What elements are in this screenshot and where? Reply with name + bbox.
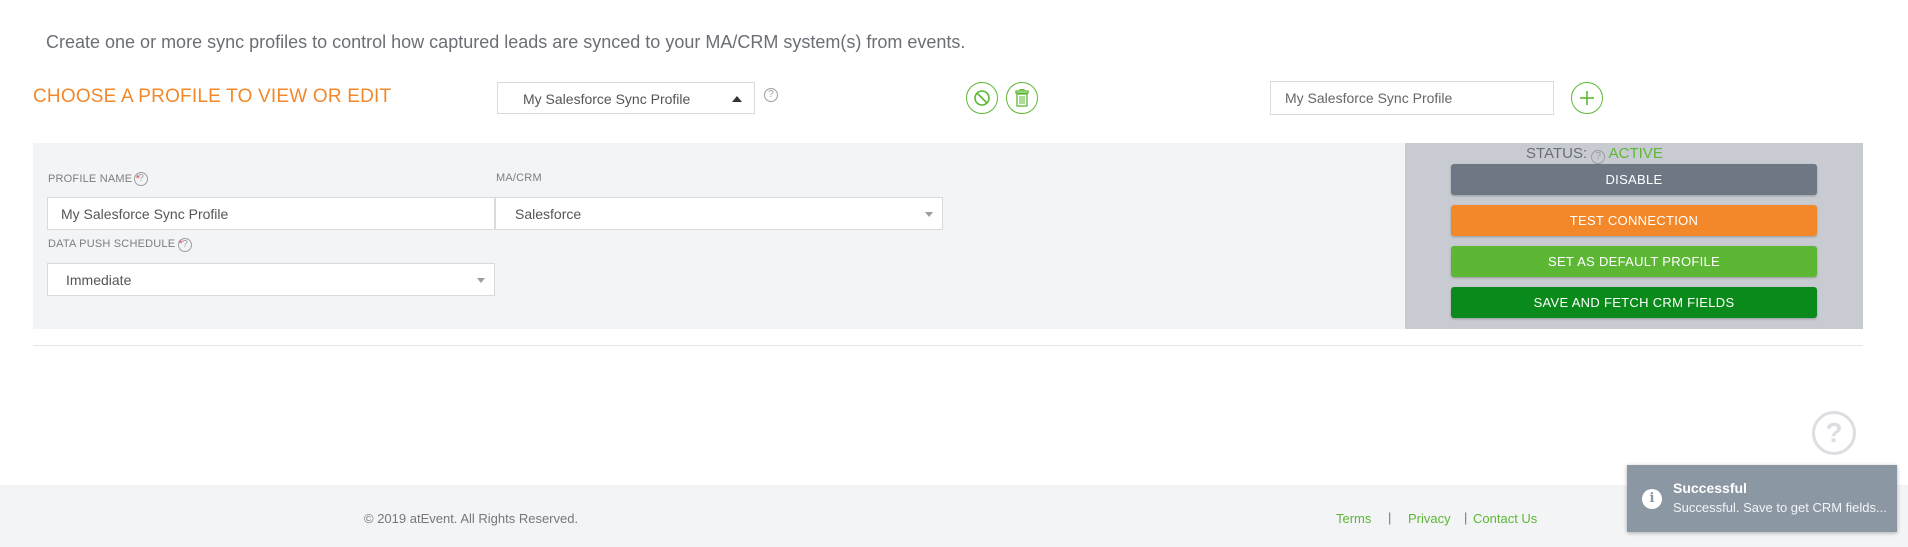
footer — [0, 485, 1908, 547]
save-fetch-crm-fields-button[interactable]: SAVE AND FETCH CRM FIELDS — [1451, 287, 1817, 318]
privacy-link[interactable]: Privacy — [1408, 511, 1451, 526]
help-icon[interactable]: ? — [764, 88, 778, 102]
terms-link[interactable]: Terms — [1336, 511, 1372, 526]
help-icon[interactable]: ? — [134, 172, 148, 186]
profile-name-label: PROFILE NAME * — [48, 173, 140, 185]
section-divider — [33, 345, 1863, 346]
success-toast[interactable]: i Successful Successful. Save to get CRM… — [1627, 465, 1897, 532]
set-default-profile-button[interactable]: SET AS DEFAULT PROFILE — [1451, 246, 1817, 277]
new-profile-name-input[interactable]: My Salesforce Sync Profile — [1270, 81, 1554, 115]
macrm-label: MA/CRM — [496, 172, 542, 184]
caret-down-icon — [925, 212, 933, 217]
deactivate-profile-button[interactable] — [966, 82, 998, 114]
disable-button[interactable]: DISABLE — [1451, 164, 1817, 195]
plus-icon — [1580, 91, 1594, 105]
copyright-text: © 2019 atEvent. All Rights Reserved. — [364, 511, 579, 526]
contact-us-link[interactable]: Contact Us — [1473, 511, 1538, 526]
caret-down-icon — [477, 278, 485, 283]
profile-name-field-value: My Salesforce Sync Profile — [61, 206, 229, 222]
ban-icon — [974, 90, 990, 106]
status-value: ACTIVE — [1608, 145, 1663, 162]
profile-name-field[interactable]: My Salesforce Sync Profile — [47, 197, 495, 230]
footer-separator: | — [1464, 510, 1468, 525]
help-icon[interactable]: ? — [1591, 150, 1606, 164]
schedule-select[interactable]: Immediate — [47, 263, 495, 296]
info-icon: i — [1642, 489, 1662, 509]
help-icon[interactable]: ? — [1812, 411, 1856, 455]
toast-message: Successful. Save to get CRM fields... — [1673, 500, 1887, 515]
schedule-label-text: DATA PUSH SCHEDULE — [48, 238, 176, 250]
profile-select[interactable]: My Salesforce Sync Profile — [497, 82, 755, 114]
toast-title: Successful — [1673, 480, 1747, 496]
profile-name-label-text: PROFILE NAME — [48, 173, 133, 185]
add-profile-button[interactable] — [1571, 82, 1603, 114]
choose-profile-title: CHOOSE A PROFILE TO VIEW OR EDIT — [33, 86, 392, 107]
macrm-select-value: Salesforce — [515, 206, 582, 222]
schedule-select-value: Immediate — [66, 272, 132, 288]
profile-select-value: My Salesforce Sync Profile — [523, 91, 691, 107]
macrm-select[interactable]: Salesforce — [495, 197, 943, 230]
delete-profile-button[interactable] — [1006, 82, 1038, 114]
footer-separator: | — [1388, 510, 1392, 525]
status-label: STATUS: — [1526, 145, 1588, 162]
schedule-label: DATA PUSH SCHEDULE * — [48, 238, 183, 250]
trash-icon — [1015, 89, 1029, 107]
status-line: STATUS: ? ACTIVE — [1526, 145, 1663, 164]
test-connection-button[interactable]: TEST CONNECTION — [1451, 205, 1817, 236]
intro-text: Create one or more sync profiles to cont… — [46, 32, 966, 52]
help-icon[interactable]: ? — [178, 238, 192, 252]
caret-up-icon — [732, 96, 742, 102]
